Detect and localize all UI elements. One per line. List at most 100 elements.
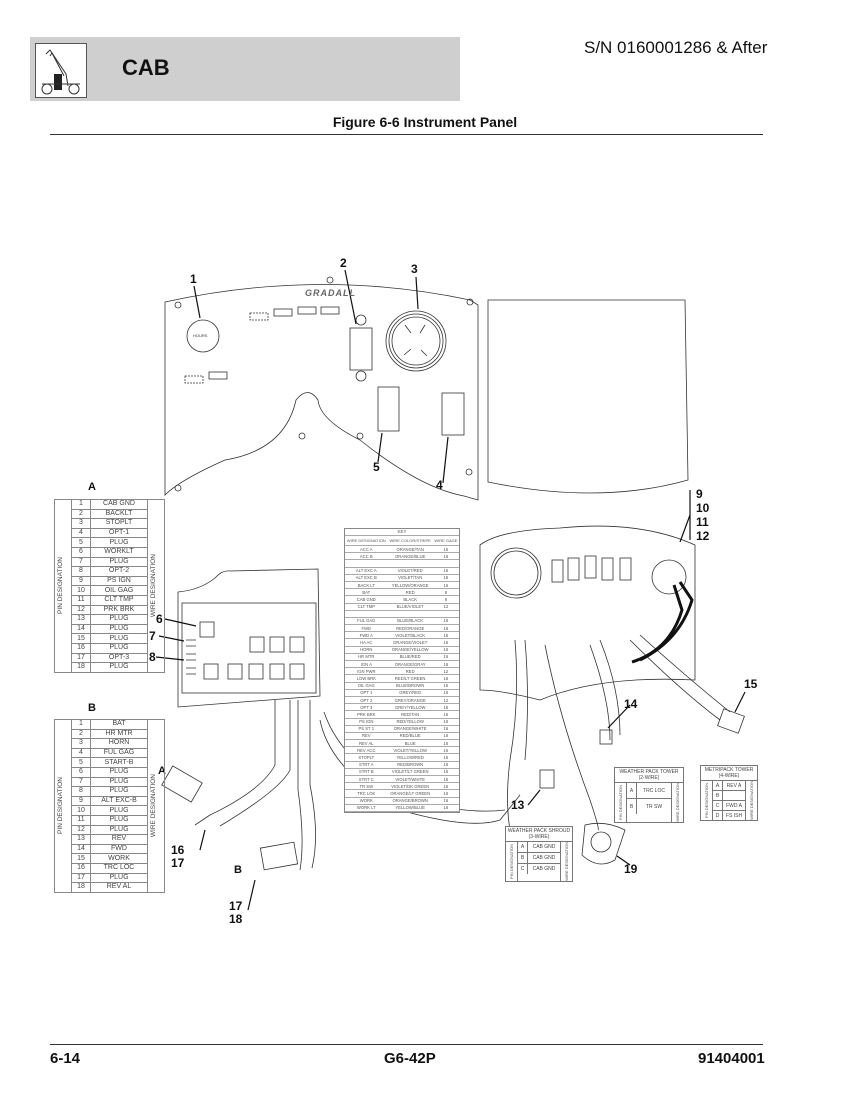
- wire-designation-header: WIRE DESIGNATION: [147, 719, 165, 893]
- pin-number: 14: [71, 623, 91, 635]
- pin-number: 15: [71, 633, 91, 644]
- wire-name: OPT-1: [90, 527, 148, 539]
- connector-b-label: B: [234, 864, 242, 876]
- wire-name: BAT: [90, 719, 148, 730]
- wire-gage: 16: [432, 581, 459, 590]
- wire-color: VIOLET/LT GREEN: [387, 768, 433, 777]
- document-number: 91404001: [698, 1050, 765, 1067]
- connector-a-title: A: [88, 481, 96, 493]
- wire-designation: STRT A: [345, 761, 388, 769]
- wire-name: CLT TMP: [90, 594, 148, 606]
- wire-gage: 16: [432, 775, 459, 784]
- pin-number: 11: [71, 814, 91, 826]
- pin-number: 13: [71, 614, 91, 625]
- wire-gage: 16: [432, 718, 459, 726]
- connector-b-title: B: [88, 702, 96, 714]
- wire-name: PLUG: [90, 623, 148, 635]
- pin-number: 1: [71, 499, 91, 510]
- relay-panel-outline: [177, 568, 321, 708]
- shroud-subtitle: (3-WIRE): [528, 834, 550, 840]
- wire-key-row: [345, 610, 459, 618]
- wire-name: ALT EXC-B: [90, 795, 148, 807]
- wire-name: FWD: [90, 843, 148, 855]
- wire-name: TRC LOC: [643, 787, 665, 794]
- wire-designation: IGN PWR: [345, 667, 388, 676]
- wire-name: PLUG: [90, 766, 148, 778]
- pin-number: 5: [71, 757, 91, 768]
- callout-5: 5: [373, 460, 380, 474]
- wire-name: PLUG: [90, 824, 148, 836]
- wire-designation: ACC A: [345, 545, 388, 554]
- pin-number: 13: [71, 834, 91, 845]
- wire-name: WORK: [90, 853, 148, 864]
- wire-name: WORKLT: [90, 546, 148, 558]
- wire-designation: TRC LOK: [345, 789, 388, 798]
- hourmeter-label: HOURS: [193, 333, 208, 338]
- wire-color: BLUE/BLACK: [387, 617, 433, 626]
- wire-designation: HA AC: [345, 638, 388, 647]
- wire-name: PRK BRK: [90, 604, 148, 616]
- pin-number: 9: [71, 575, 91, 587]
- wire-color: RED: [387, 588, 433, 597]
- wire-color: RED/BROWN: [387, 761, 433, 769]
- wire-designation-label: WIRE DESIGNATION: [675, 783, 680, 822]
- pin-number: 10: [71, 805, 91, 816]
- wire-designation: TR SW: [345, 782, 388, 791]
- wire-gage: 16: [432, 753, 459, 762]
- wire-name: PLUG: [90, 642, 148, 654]
- pin-number: 8: [71, 786, 91, 797]
- wire-name: PLUG: [90, 537, 148, 548]
- pin-designation-label: PIN DESIGNATION: [57, 557, 64, 615]
- callout-15: 15: [744, 677, 758, 691]
- wire-color: BLACK: [387, 595, 433, 604]
- wire-color: VIOLET/BLACK: [387, 631, 433, 640]
- side-panel-outline: [487, 299, 689, 494]
- pin-number: 6: [71, 766, 91, 778]
- wire-color: VIOLET/WHITE: [387, 775, 433, 784]
- wire-name: PLUG: [90, 786, 148, 797]
- pin-number: 4: [71, 747, 91, 759]
- pin-number: 4: [71, 527, 91, 539]
- pin-number: 3: [71, 518, 91, 529]
- page-number: 6-14: [50, 1050, 81, 1067]
- wire-name: PLUG: [90, 614, 148, 625]
- callout-16: 16: [171, 843, 185, 857]
- section-title: CAB: [122, 55, 170, 80]
- wire-color: BLUE/VIOLET: [387, 603, 433, 611]
- callout-19: 19: [624, 862, 638, 876]
- wire-gage: 16: [432, 653, 459, 662]
- pin-designation-label: PIN DESIGNATION: [618, 784, 623, 820]
- pin-letter: A: [713, 781, 723, 790]
- wire-color: ORANGE/TAN: [387, 545, 433, 554]
- pin-letter: C: [518, 864, 528, 874]
- wire-designation: [345, 559, 388, 568]
- wire-name: FWD A: [726, 802, 742, 809]
- pin-number: 7: [71, 776, 91, 788]
- wire-designation: BACK LT: [345, 581, 388, 590]
- wire-color: ORANGE/YELLOW: [387, 646, 433, 654]
- pin-number: 5: [71, 537, 91, 548]
- pin-number: 17: [71, 652, 91, 664]
- wire-gage: 12: [432, 667, 459, 676]
- wire-color: RED/TAN: [387, 710, 433, 719]
- wire-designation: WORK LT: [345, 804, 388, 812]
- pin-number: 9: [71, 795, 91, 807]
- pin-designation-header: PIN DESIGNATION: [54, 719, 72, 893]
- wire-gage: 16: [432, 682, 459, 690]
- wire-color: ORANGE/BLUE: [387, 552, 433, 561]
- pin-number: 16: [71, 642, 91, 654]
- wire-color: [387, 610, 433, 618]
